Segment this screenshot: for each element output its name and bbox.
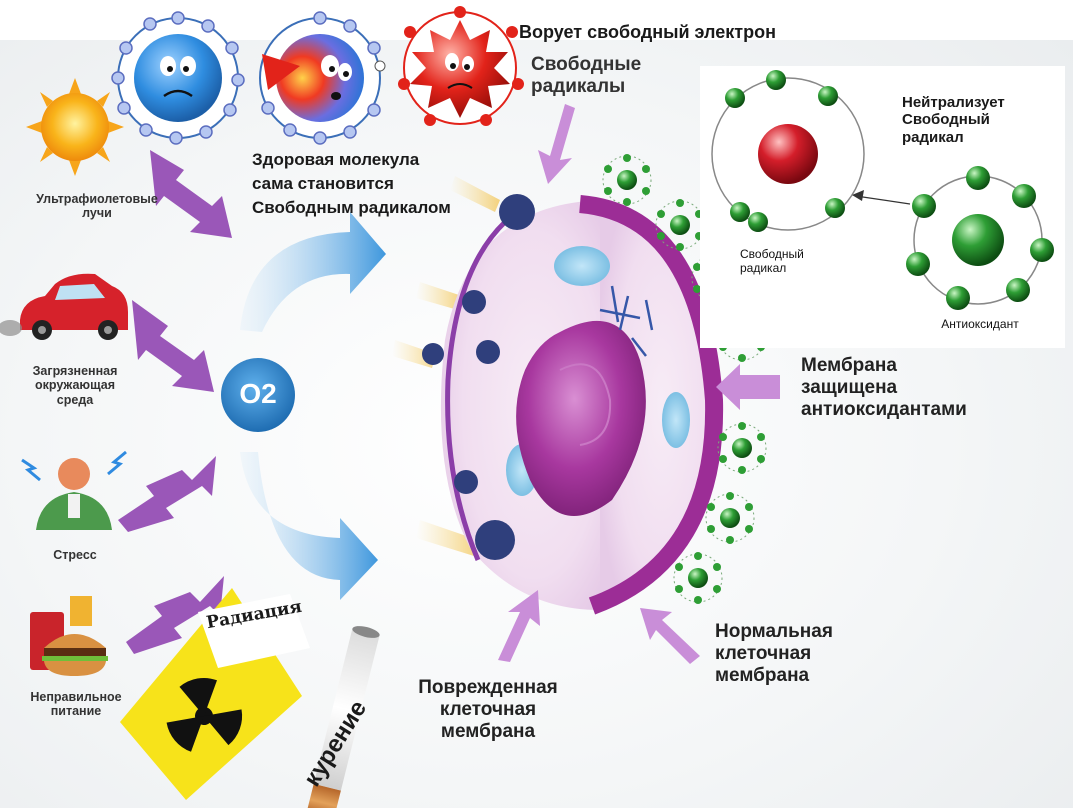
sun-icon: [26, 78, 124, 176]
antioxidant-cluster: [717, 422, 767, 474]
free-radicals-label: Свободные радикалы: [531, 54, 642, 97]
inset-free-radical: [711, 70, 865, 232]
antioxidant-cluster: [602, 154, 652, 206]
cause-pollution-label: Загрязненная окружающая среда: [32, 364, 118, 407]
steals-electron-label: Ворует свободный электрон: [519, 22, 776, 42]
cause-arrows: [118, 150, 232, 654]
oxygen-beams: [392, 176, 500, 556]
antioxidant-cluster: [673, 552, 723, 604]
healthy-molecule-becomes-label: Здоровая молекула сама становится Свобод…: [252, 150, 451, 217]
fast-food-icon: [30, 596, 108, 676]
car-icon: [0, 273, 128, 340]
curved-arrow-down: [240, 452, 378, 600]
cause-diet-label: Неправильное питание: [30, 690, 122, 719]
inset-antioxidant: [906, 166, 1054, 310]
normal-membrane-label: Нормальная клеточная мембрана: [715, 621, 833, 686]
attacked-molecule: [259, 11, 386, 145]
damaged-membrane-label: Поврежденная клеточная мембрана: [418, 677, 558, 742]
healthy-molecule: [111, 11, 245, 145]
cause-stress-label: Стресс: [53, 548, 97, 562]
stressed-person-icon: [21, 450, 127, 530]
cigarette-icon: [305, 626, 380, 808]
inset-antioxidant-label: Антиоксидант: [941, 317, 1019, 331]
neutralization-inset: [700, 66, 1065, 348]
antioxidant-cluster: [705, 492, 755, 544]
membrane-protected-label: Мембрана защищена антиоксидантами: [801, 355, 967, 420]
neutralizes-label: Нейтрализует Свободный радикал: [902, 94, 1005, 146]
oxygen-label: O2: [239, 378, 277, 409]
free-radical-molecule: [398, 6, 524, 126]
inset-free-radical-label: Свободный радикал: [740, 247, 804, 275]
oxygen-molecule: [221, 358, 295, 432]
radiation-sign: [120, 588, 310, 800]
pointer-arrows: [498, 104, 780, 664]
cell: [422, 194, 724, 615]
cause-uv-label: Ультрафиолетовые лучи: [36, 192, 158, 221]
curved-arrow-up: [240, 212, 386, 332]
